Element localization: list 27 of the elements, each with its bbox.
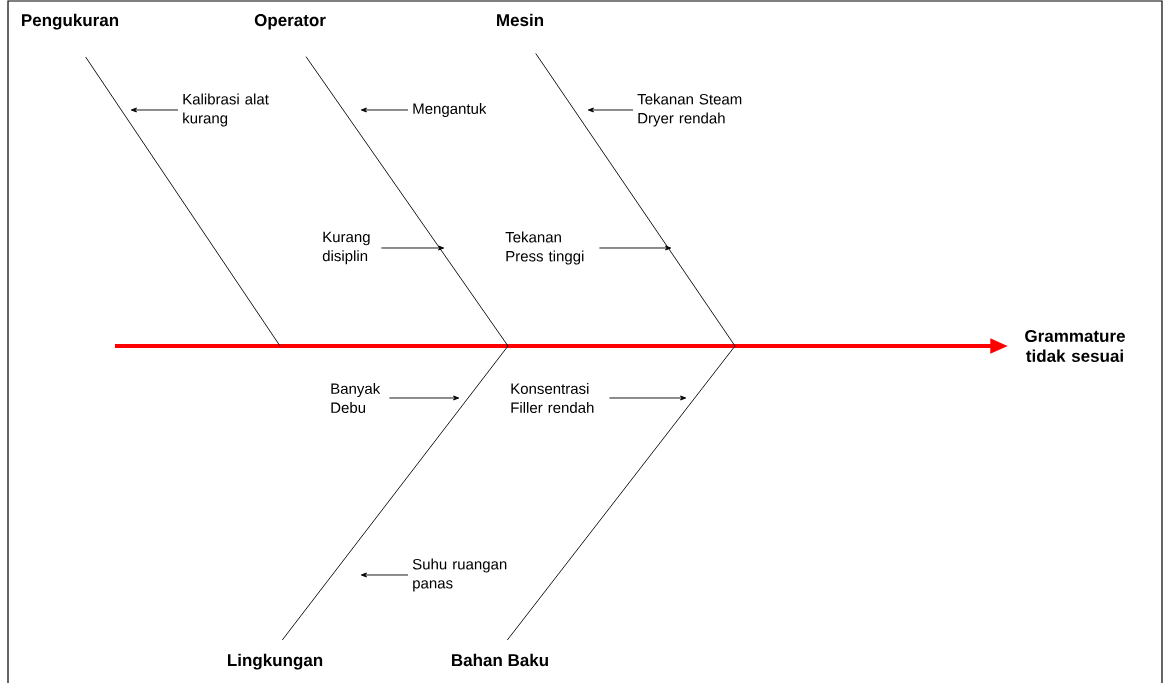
leader-arrow	[130, 107, 179, 113]
bone-line	[535, 53, 736, 347]
category-label: Pengukuran	[22, 13, 119, 30]
category-label: Bahan Baku	[452, 653, 548, 667]
leader-arrow	[388, 395, 460, 401]
bone-line	[281, 345, 509, 641]
cause-label: Banyak Debu	[331, 383, 381, 413]
leader-arrow	[360, 107, 409, 113]
leader-arrow	[380, 245, 445, 251]
leader-arrow	[598, 245, 672, 251]
bone-line	[506, 345, 736, 641]
category-label: Mesin	[497, 13, 544, 27]
bone-line	[85, 56, 281, 347]
leader-arrow	[608, 395, 687, 401]
category-label: Lingkungan	[228, 653, 323, 670]
cause-label: Kalibrasi alat kurang	[183, 93, 269, 127]
cause-label: Kurang disiplin	[322, 231, 370, 265]
category-label: Operator	[254, 14, 326, 30]
leader-arrow	[587, 107, 634, 113]
cause-label: Suhu ruangan panas	[412, 558, 507, 592]
cause-label: Tekanan Steam Dryer rendah	[637, 93, 742, 127]
effect-label: Grammature tidak sesuai	[1025, 329, 1125, 362]
cause-label: Konsentrasi Filler rendah	[511, 383, 594, 413]
cause-label: Mengantuk	[413, 103, 487, 117]
leader-arrow	[360, 572, 409, 578]
cause-label: Tekanan Press tinggi	[505, 231, 584, 265]
bone-line	[305, 56, 509, 347]
